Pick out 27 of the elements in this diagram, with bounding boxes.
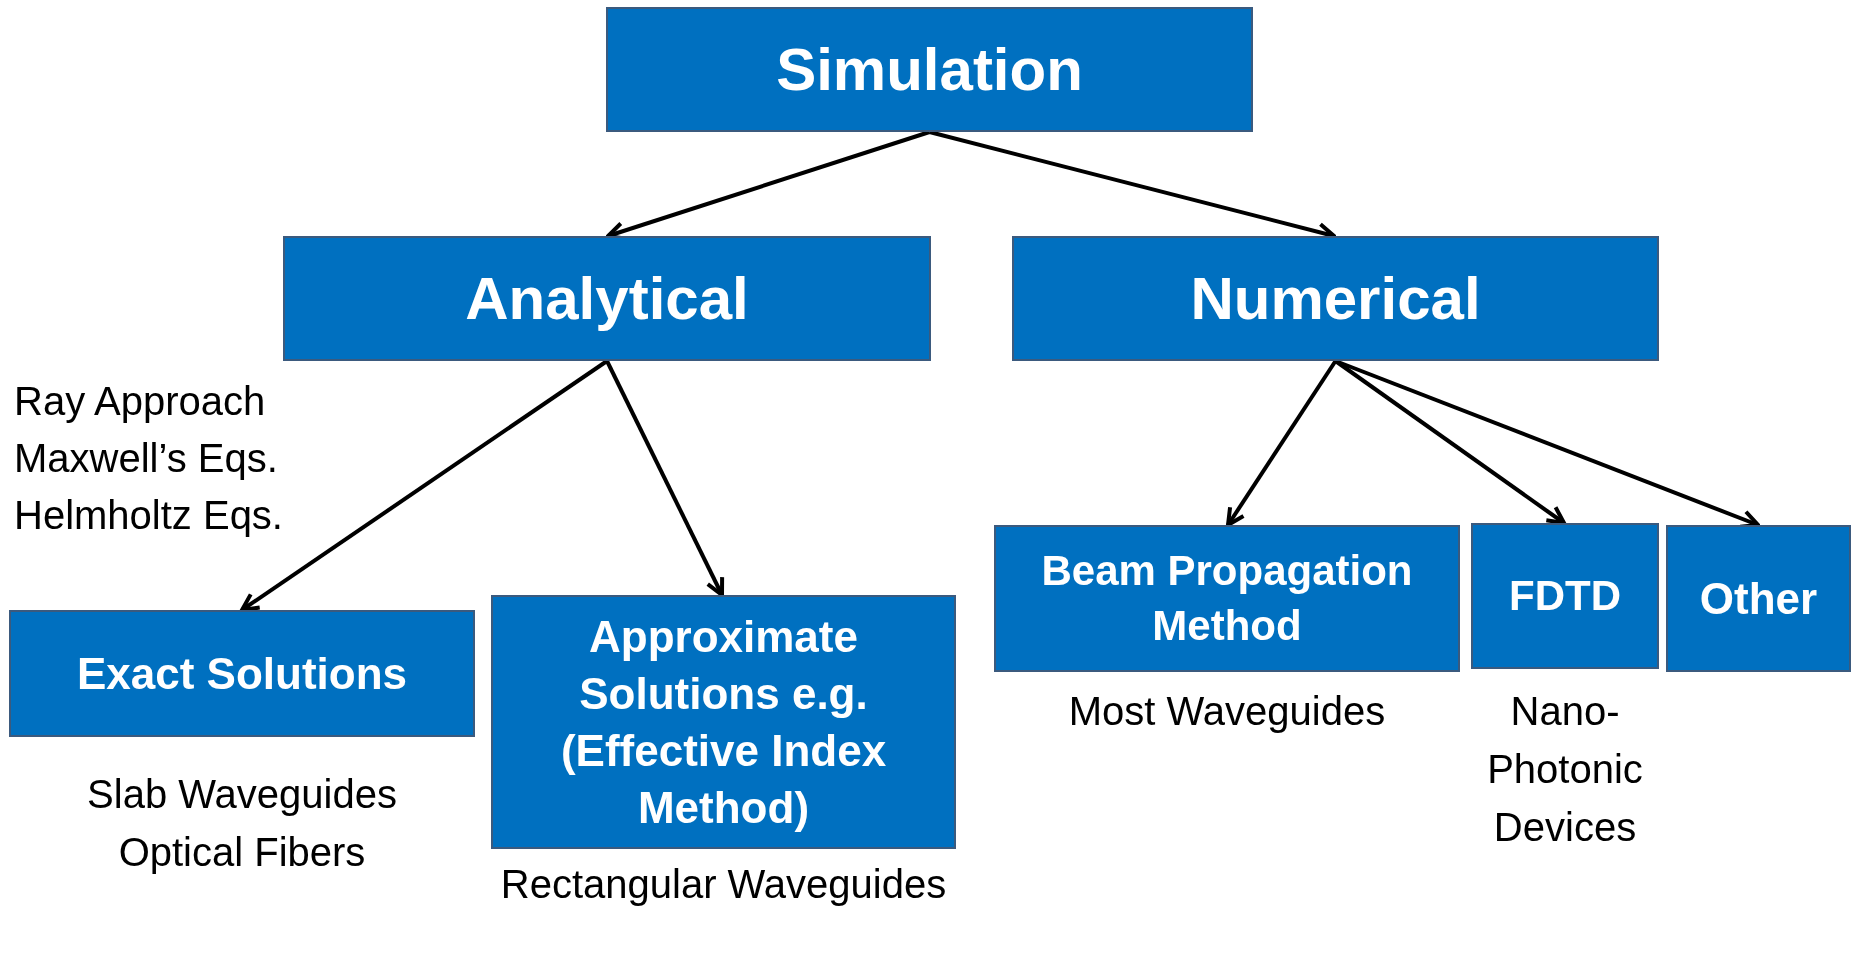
caption-text: Slab Waveguides — [86, 771, 398, 818]
box-label: Exact Solutions — [75, 647, 409, 700]
note-text: Maxwell’s Eqs. — [14, 435, 278, 482]
process-box — [606, 7, 1253, 132]
caption-text: Optical Fibers — [117, 829, 367, 876]
box-label: Approximate Solutions e.g. (Effective Index Method) — [559, 610, 888, 835]
process-box — [1471, 523, 1659, 669]
arrow — [605, 360, 725, 597]
process-box — [1666, 525, 1851, 672]
box-label: Beam Propagation Method — [1040, 545, 1414, 651]
note-text: Helmholtz Eqs. — [14, 492, 283, 539]
process-box — [491, 595, 956, 849]
process-box — [1012, 236, 1659, 361]
arrow — [1226, 359, 1338, 527]
box-label: FDTD — [1508, 570, 1622, 621]
note-text: Ray Approach — [14, 378, 266, 425]
caption-text: Rectangular Waveguides — [499, 861, 948, 908]
caption-text: Nano-Photonic Devices — [1486, 688, 1644, 851]
process-box — [9, 610, 475, 737]
process-box — [994, 525, 1460, 672]
process-box — [283, 236, 931, 361]
box-label: Other — [1698, 572, 1819, 625]
caption-text: Most Waveguides — [1067, 688, 1387, 735]
box-label: Simulation — [775, 34, 1084, 105]
box-label: Analytical — [464, 263, 750, 334]
box-label: Numerical — [1189, 263, 1482, 334]
arrow — [240, 359, 609, 612]
